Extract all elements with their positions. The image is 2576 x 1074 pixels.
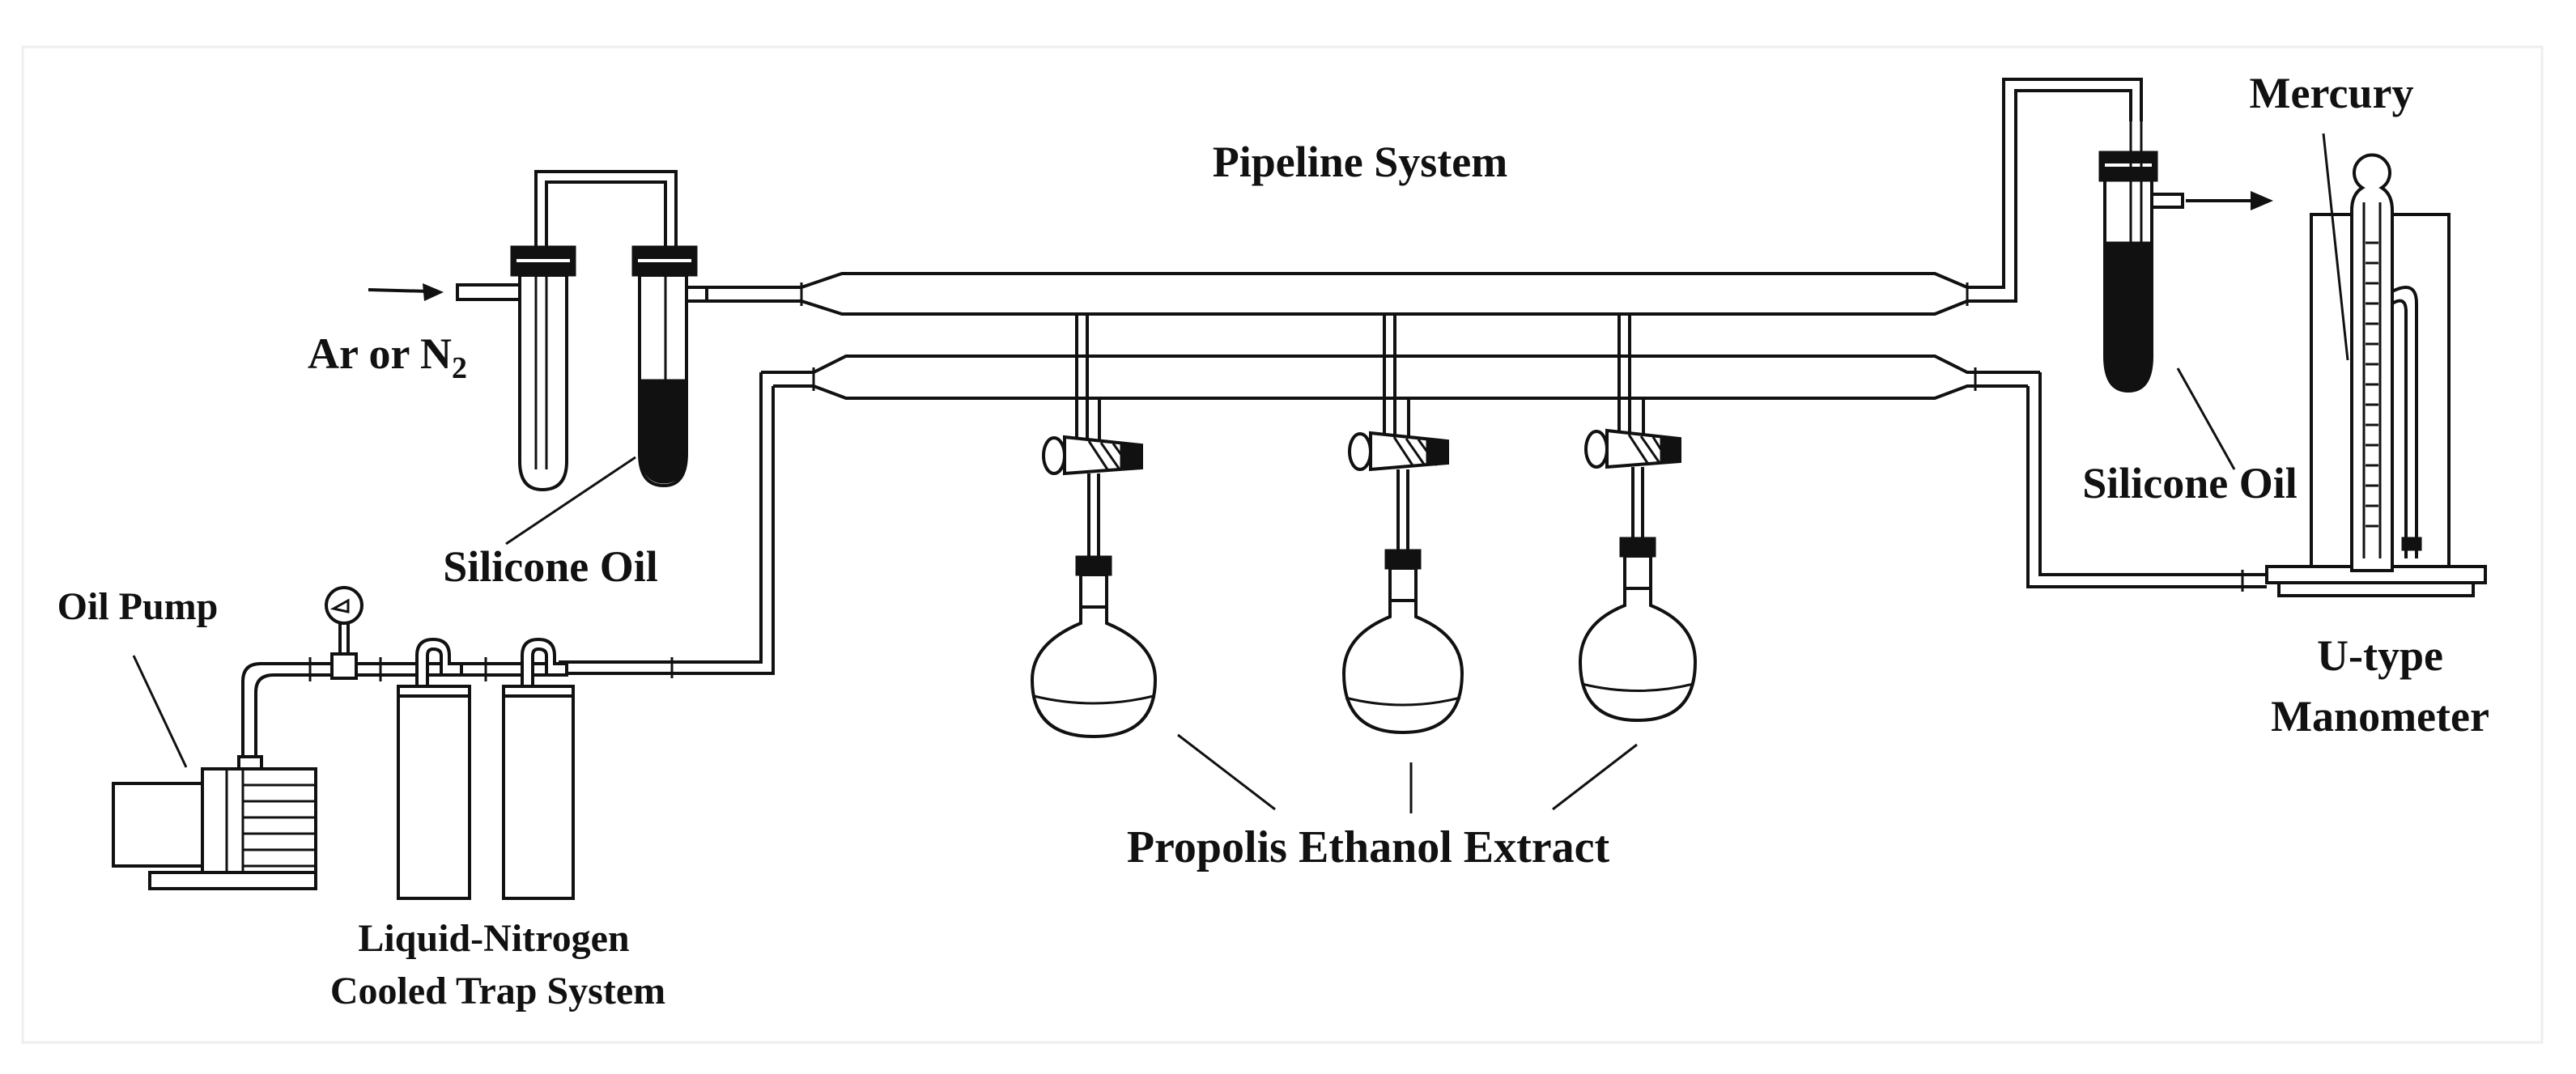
flask-assembly-2 [1341, 314, 1464, 735]
manometer-label-line2: Manometer [2271, 692, 2489, 741]
silicone-oil-left-label: Silicone Oil [443, 542, 658, 591]
bubbler-line-right [1979, 78, 2143, 303]
flask-assembly-3 [1578, 314, 1698, 723]
gas-inlet-bubblers [368, 170, 708, 492]
outlet-bubbler [2098, 121, 2273, 393]
inlet-arrow-icon [423, 283, 444, 301]
leader-lines [132, 133, 2349, 813]
pipeline-manifolds [704, 272, 2040, 400]
pressure-gauge-icon [325, 586, 363, 625]
oil-pump [112, 586, 559, 890]
trap-label-line2: Cooled Trap System [330, 970, 665, 1012]
trap-label-line1: Liquid-Nitrogen [358, 917, 629, 960]
u-type-manometer [2265, 153, 2487, 597]
mercury-label: Mercury [2250, 69, 2414, 117]
propolis-label: Propolis Ethanol Extract [1127, 822, 1610, 872]
ar-or-n2-label: Ar or N2 [308, 329, 467, 385]
silicone-oil-right-label: Silicone Oil [2082, 459, 2298, 507]
pump-line [559, 372, 775, 678]
manometer-label-line1: U-type [2317, 631, 2443, 680]
oil-pump-label: Oil Pump [57, 585, 219, 628]
manometer-line [2026, 372, 2267, 592]
diagram-frame [21, 45, 2544, 1044]
outlet-arrow-icon [2251, 191, 2273, 210]
pipeline-system-label: Pipeline System [1213, 138, 1507, 186]
cold-trap-system [397, 637, 575, 900]
flask-assembly-1 [1030, 314, 1158, 739]
